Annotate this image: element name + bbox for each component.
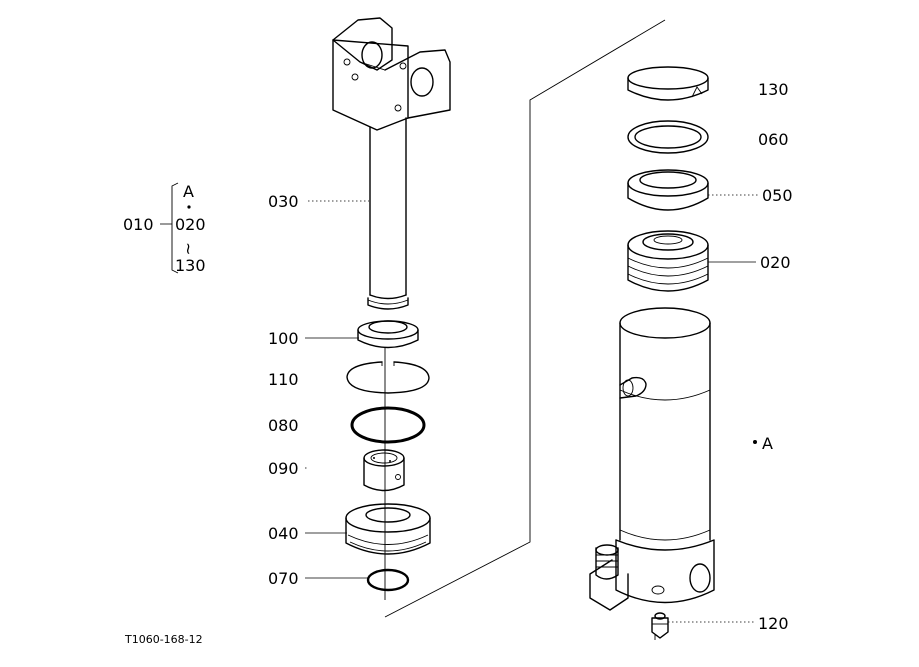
label-080: 080 [268, 416, 299, 435]
label-110: 110 [268, 370, 299, 389]
label-070: 070 [268, 569, 299, 588]
cylinder-tube-A [589, 307, 757, 611]
label-040: 040 [268, 524, 299, 543]
label-100: 100 [268, 329, 299, 348]
legend-group-A: A [183, 182, 194, 201]
figure-code: T1060-168-12 [124, 633, 203, 646]
bushing-090 [363, 449, 405, 492]
grease-nipple-120 [651, 612, 669, 640]
leader-lines [305, 194, 760, 623]
legend-range-mark: ~ [179, 242, 198, 255]
rod-guide-040 [345, 503, 431, 555]
wear-ring-130 [627, 66, 709, 101]
wiper-ring-100 [357, 320, 419, 349]
legend-main-number: 010 [123, 215, 154, 234]
label-030: 030 [268, 192, 299, 211]
assembly-axis [384, 19, 666, 618]
label-A: A [762, 434, 773, 453]
piston-020 [627, 230, 709, 292]
label-060: 060 [758, 130, 789, 149]
legend-group-130: 130 [175, 256, 206, 275]
label-120: 120 [758, 614, 789, 633]
label-130: 130 [758, 80, 789, 99]
label-050: 050 [762, 186, 793, 205]
assembly-legend: 010 A 020 ~ 130 [123, 182, 206, 275]
o-ring-070 [366, 568, 410, 592]
label-090: 090 [268, 459, 299, 478]
back-up-ring-060 [627, 120, 709, 154]
seal-ring-050 [627, 169, 709, 211]
label-020: 020 [760, 253, 791, 272]
snap-ring-110 [346, 361, 430, 394]
part-labels: 030 100 110 080 090 040 070 130 060 050 … [268, 80, 793, 633]
legend-group-020: 020 [175, 215, 206, 234]
o-ring-080 [350, 406, 426, 444]
piston-rod-030 [332, 17, 451, 310]
